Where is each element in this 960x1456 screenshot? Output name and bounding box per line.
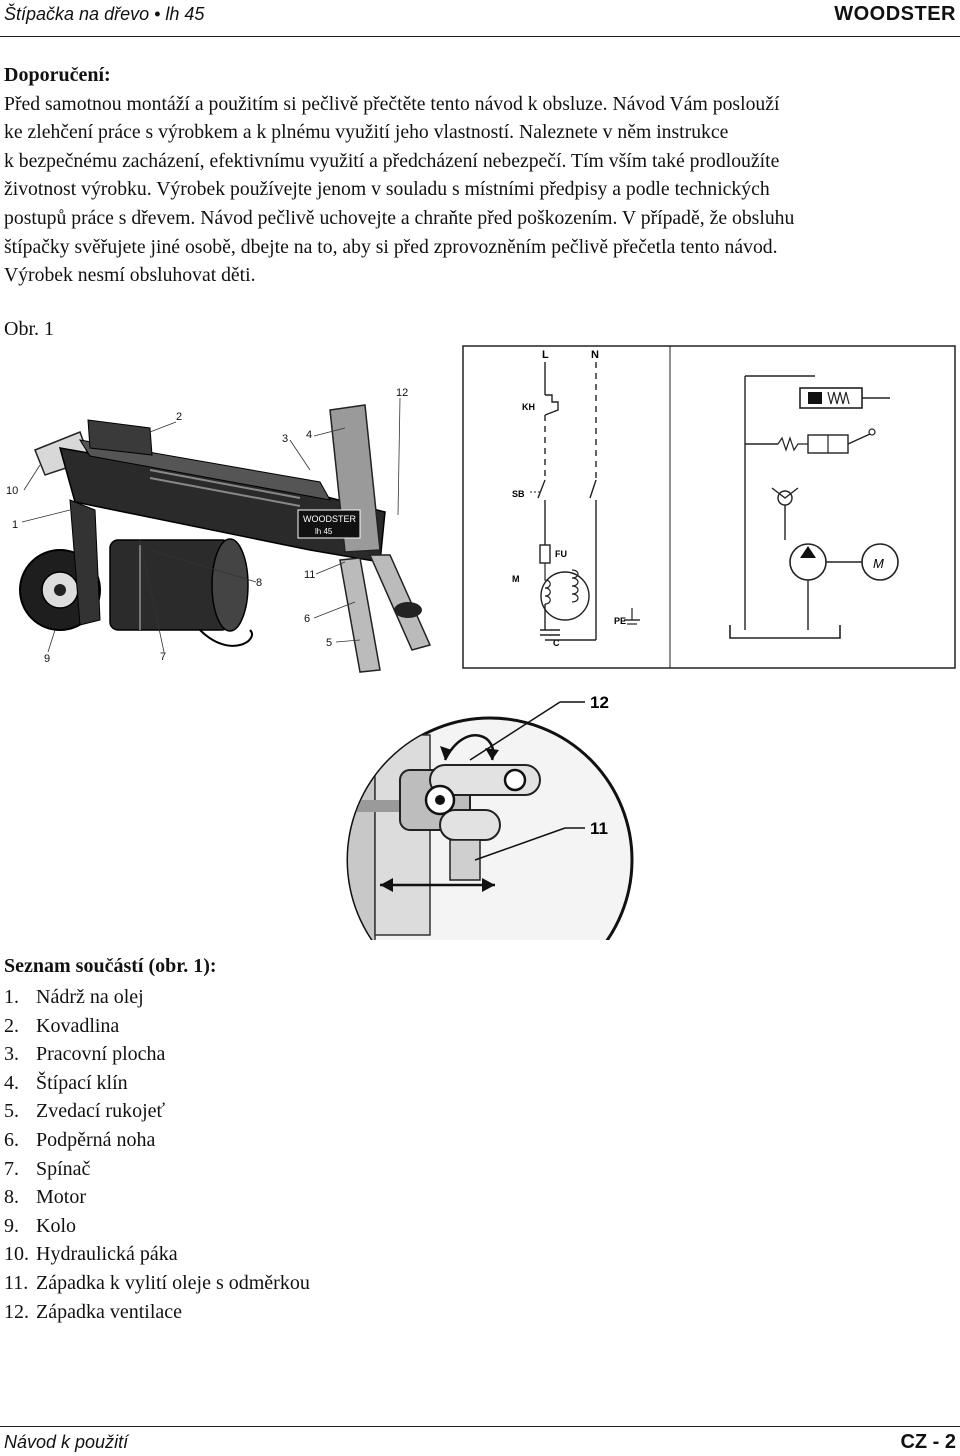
list-item: 5. Zvedací rukojeť: [4, 1097, 310, 1126]
item-label: Pracovní plocha: [36, 1043, 166, 1066]
list-item: 11. Západka k vylití oleje s odměrkou: [4, 1269, 310, 1298]
page-number: CZ - 2: [900, 1431, 956, 1453]
item-label: Hydraulická páka: [36, 1243, 178, 1266]
item-num: 12.: [4, 1300, 29, 1323]
item-num: 5.: [4, 1100, 19, 1123]
label-C: C: [553, 638, 560, 648]
item-label: Zvedací rukojeť: [36, 1100, 166, 1123]
list-item: 6. Podpěrná noha: [4, 1126, 310, 1155]
intro-line: k bezpečnému zacházení, efektivnímu využ…: [4, 149, 780, 172]
svg-text:M: M: [873, 556, 884, 571]
item-num: 6.: [4, 1128, 19, 1151]
header-brand: WOODSTER: [834, 3, 956, 25]
list-item: 9. Kolo: [4, 1212, 310, 1241]
list-item: 8. Motor: [4, 1183, 310, 1212]
item-num: 11.: [4, 1271, 29, 1294]
callout-4: 4: [306, 429, 312, 441]
parts-title: Seznam součástí (obr. 1):: [4, 955, 217, 977]
list-item: 10. Hydraulická páka: [4, 1240, 310, 1269]
item-num: 10.: [4, 1243, 29, 1266]
item-label: Spínač: [36, 1157, 91, 1180]
intro-heading: Doporučení:: [4, 64, 111, 86]
callout-12: 12: [396, 387, 408, 399]
item-label: Štípací klín: [36, 1071, 128, 1094]
label-M: M: [512, 574, 520, 584]
footer-title: Návod k použití: [4, 1432, 129, 1452]
plate-model: lh 45: [315, 527, 333, 536]
intro-line: ke zlehčení práce s výrobkem a k plnému …: [4, 121, 729, 144]
callout-2: 2: [176, 411, 182, 423]
item-label: Kolo: [36, 1214, 76, 1237]
label-PE: PE: [614, 616, 626, 626]
callout-9: 9: [44, 653, 50, 665]
intro-line: postupů práce s dřevem. Návod pečlivě uc…: [4, 206, 795, 229]
item-label: Západka ventilace: [36, 1300, 183, 1323]
list-item: 3. Pracovní plocha: [4, 1040, 310, 1069]
item-label: Západka k vylití oleje s odměrkou: [36, 1271, 310, 1294]
footer-rule: [0, 1426, 960, 1427]
item-label: Kovadlina: [36, 1014, 120, 1037]
callout-8: 8: [256, 577, 262, 589]
detail-callout-11: 11: [590, 819, 608, 838]
list-item: 12. Západka ventilace: [4, 1298, 310, 1327]
valve-detail-illustration: 12 11: [346, 693, 634, 940]
intro-section: Doporučení: Před samotnou montáží a použ…: [4, 61, 956, 290]
item-num: 8.: [4, 1186, 19, 1209]
label-N: N: [591, 349, 599, 361]
label-FU: FU: [555, 549, 567, 559]
log-splitter-illustration: WOODSTER lh 45 1 2 3 4 5 6 7 8 9 10 11: [6, 387, 432, 673]
detail-callout-12: 12: [590, 693, 609, 712]
callout-3: 3: [282, 433, 288, 445]
intro-line: životnost výrobku. Výrobek používejte je…: [4, 178, 770, 201]
callout-1: 1: [12, 519, 18, 531]
item-num: 2.: [4, 1014, 19, 1037]
item-label: Nádrž na olej: [36, 986, 144, 1008]
list-item: 4. Štípací klín: [4, 1069, 310, 1098]
callout-7: 7: [160, 651, 166, 663]
item-num: 4.: [4, 1071, 19, 1094]
list-item: 2. Kovadlina: [4, 1012, 310, 1041]
item-label: Motor: [36, 1186, 86, 1209]
header-title: Štípačka na dřevo • lh 45: [4, 4, 205, 24]
callout-10: 10: [6, 485, 18, 497]
label-KH: KH: [522, 402, 535, 412]
item-num: 1.: [4, 986, 19, 1008]
callout-5: 5: [326, 637, 332, 649]
item-label: Podpěrná noha: [36, 1128, 156, 1151]
item-num: 3.: [4, 1043, 19, 1066]
label-SB: SB: [512, 489, 525, 499]
figure-caption: Obr. 1: [4, 318, 54, 340]
label-L: L: [542, 349, 549, 361]
plate-brand: WOODSTER: [303, 514, 356, 524]
list-item: 1. Nádrž na olej: [4, 983, 310, 1012]
item-num: 7.: [4, 1157, 19, 1180]
callout-6: 6: [304, 613, 310, 625]
circuit-diagram: L N KH SB FU M C PE: [462, 345, 956, 669]
figure-illustration: WOODSTER lh 45 1 2 3 4 5 6 7 8 9 10 11: [6, 345, 956, 940]
header-rule: [0, 36, 960, 37]
parts-list: 1. Nádrž na olej 2. Kovadlina 3. Pracovní p…: [4, 983, 310, 1326]
item-num: 9.: [4, 1214, 19, 1237]
intro-line: Před samotnou montáží a použitím si pečl…: [4, 92, 780, 115]
intro-line: Výrobek nesmí obsluhovat děti.: [4, 264, 256, 287]
intro-line: štípačky svěřujete jiné osobě, dbejte na…: [4, 235, 778, 258]
callout-11: 11: [304, 569, 315, 581]
list-item: 7. Spínač: [4, 1155, 310, 1184]
